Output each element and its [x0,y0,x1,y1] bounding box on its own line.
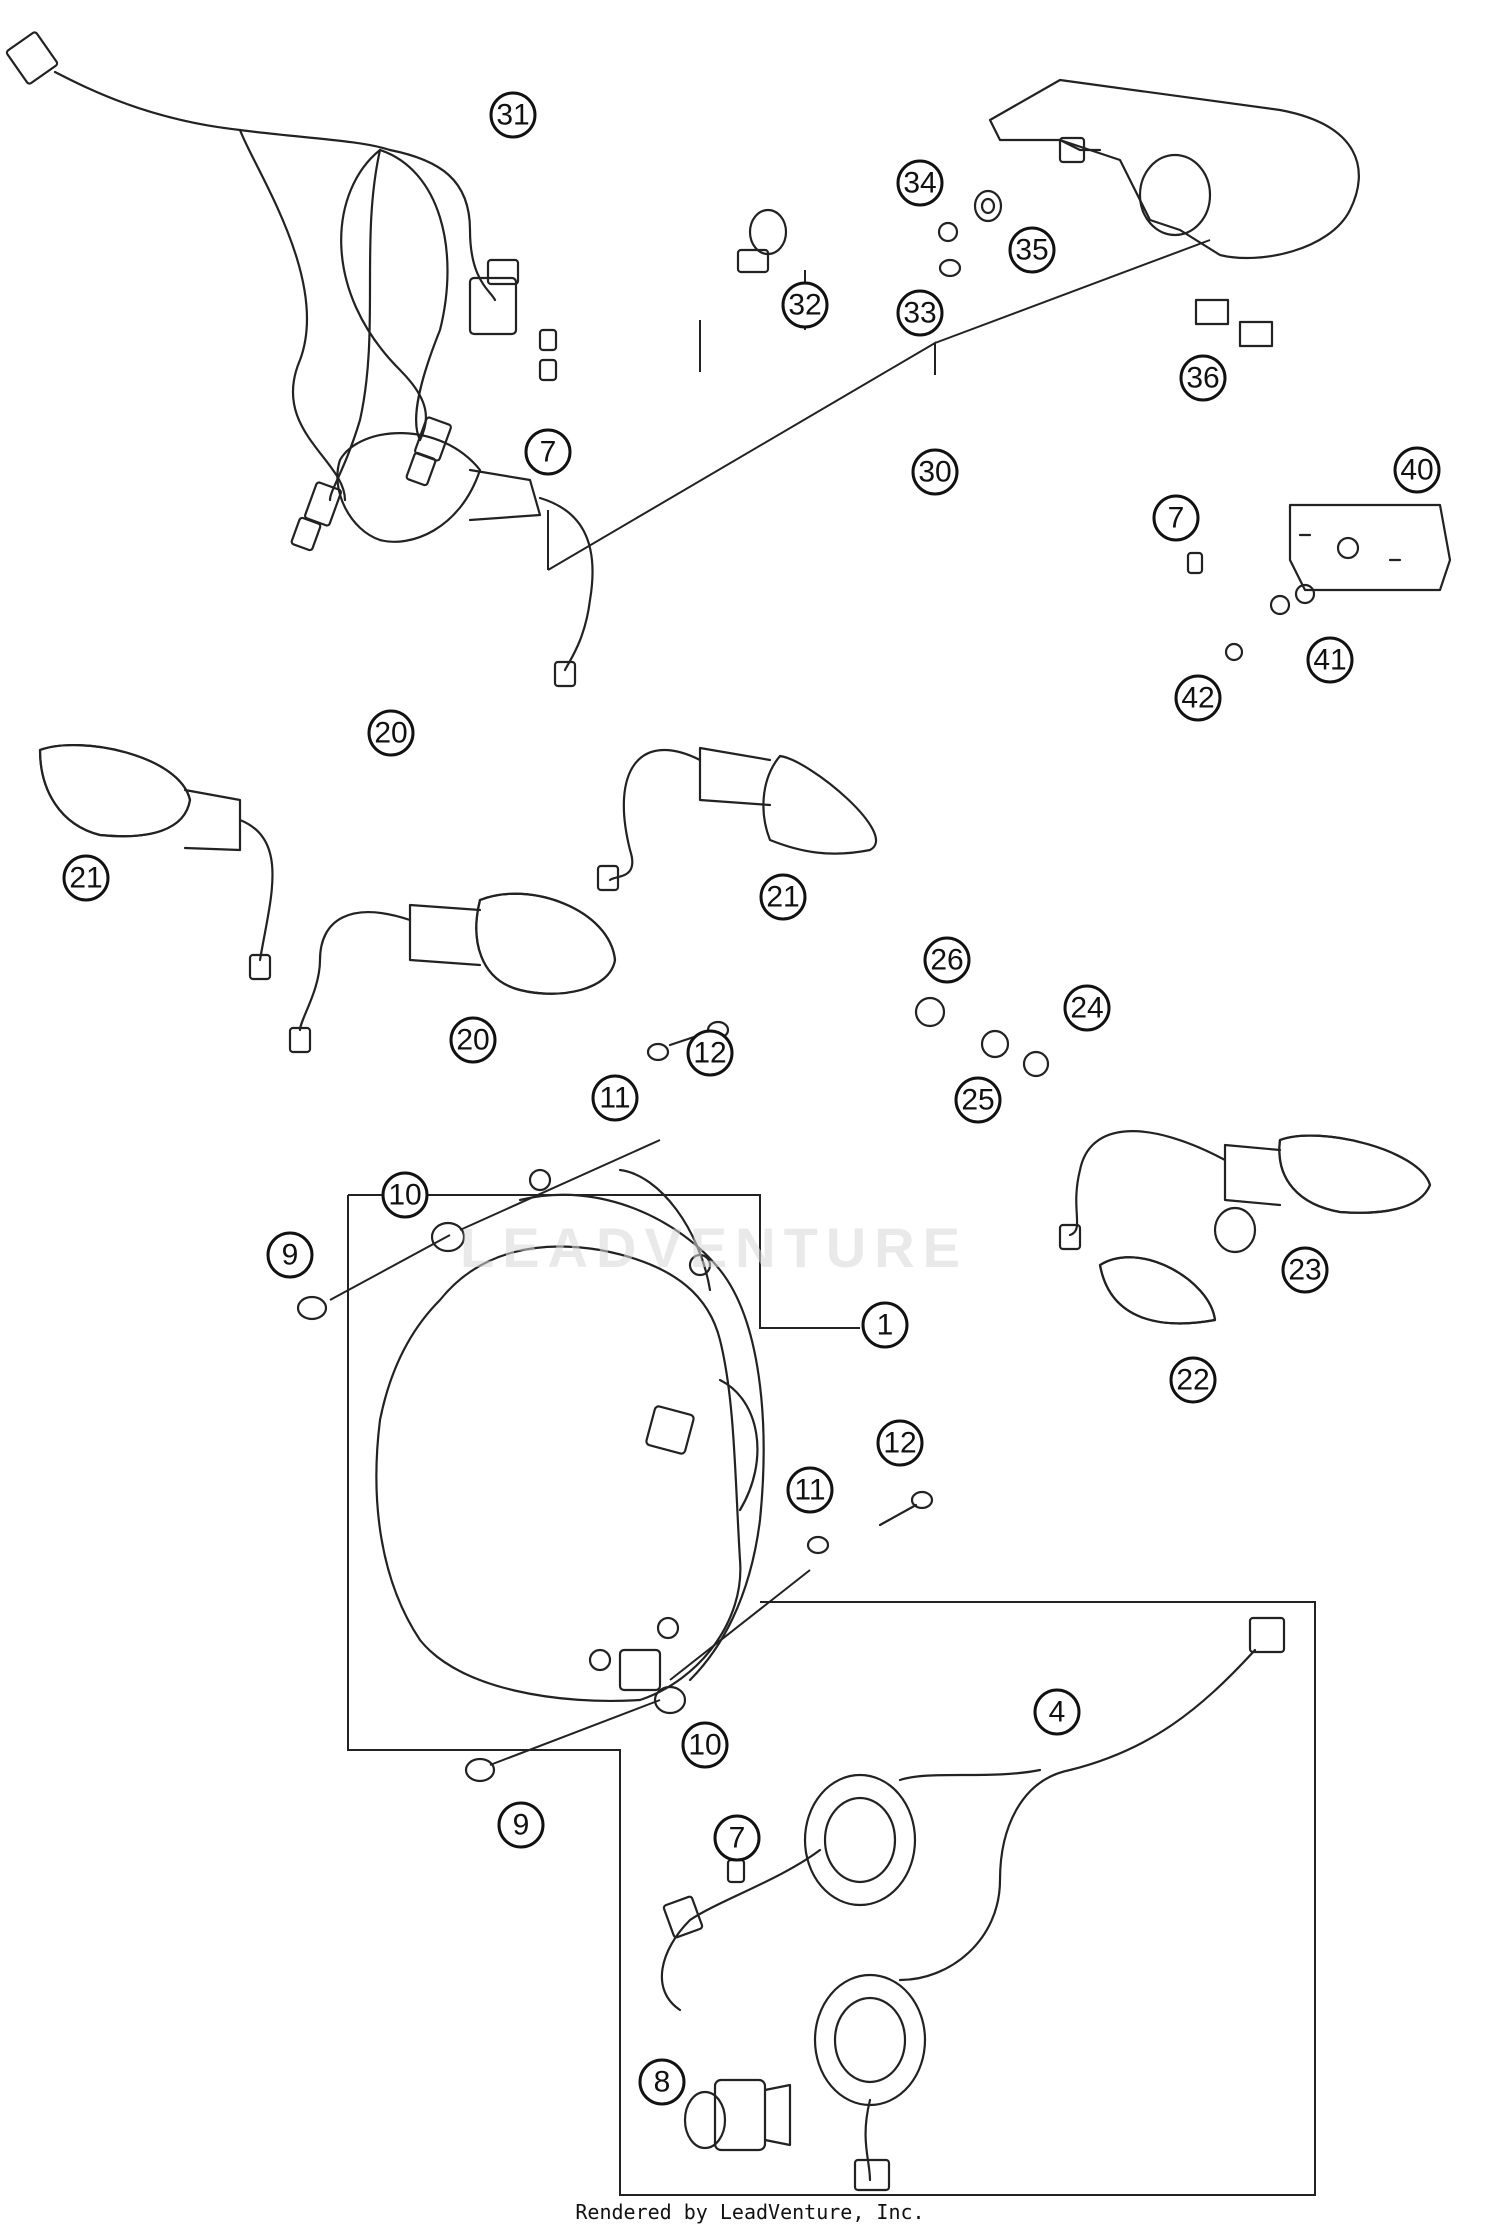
turn-signal-mid-right [288,892,617,1054]
watermark: LEADVENTURE [460,1216,969,1279]
headlight-bulb [683,2078,792,2152]
callout-26: 26 [923,936,971,984]
callout-7-plate: 7 [1152,494,1200,542]
svg-text:33: 33 [903,297,936,330]
callout-4: 4 [1033,1688,1081,1736]
svg-text:10: 10 [388,1179,421,1212]
tail-wiring-harness [5,31,558,552]
callout-40: 40 [1393,446,1441,494]
callout-10-lower: 10 [681,1721,729,1769]
callout-9-upper: 9 [266,1231,314,1279]
svg-text:40: 40 [1400,454,1433,487]
callout-42: 42 [1174,674,1222,722]
tail-fasteners [937,189,1003,278]
callout-10-upper: 10 [381,1171,429,1219]
tail-pads [1194,298,1274,348]
svg-text:10: 10 [688,1729,721,1762]
turn-signal-mid-left [38,743,274,981]
svg-text:12: 12 [883,1427,916,1460]
callout-1: 1 [861,1301,909,1349]
svg-text:26: 26 [930,944,963,977]
svg-text:31: 31 [496,99,529,132]
svg-text:7: 7 [1168,502,1185,535]
svg-text:24: 24 [1070,992,1103,1025]
svg-text:41: 41 [1313,644,1346,677]
license-plate-light [1186,503,1452,662]
tail-light-housing [988,78,1360,260]
callout-35: 35 [1008,226,1056,274]
svg-text:25: 25 [961,1084,994,1117]
svg-text:4: 4 [1049,1696,1066,1729]
svg-text:34: 34 [903,167,936,200]
callout-12-upper: 12 [686,1029,734,1077]
svg-text:7: 7 [729,1822,746,1855]
turn-signal-lower-right [914,996,1432,1325]
callout-22: 22 [1169,1356,1217,1404]
svg-text:1: 1 [877,1309,894,1342]
headlight [375,1168,765,1703]
callout-30: 30 [911,448,959,496]
callout-7-top: 7 [524,428,572,476]
callout-11-upper: 11 [591,1074,639,1122]
callout-36: 36 [1179,354,1227,402]
callout-31: 31 [489,91,537,139]
svg-text:9: 9 [282,1239,299,1272]
callout-34: 34 [896,159,944,207]
svg-text:20: 20 [456,1024,489,1057]
turn-signal-upper-right [596,746,878,892]
callout-12-lower: 12 [876,1419,924,1467]
callout-41: 41 [1306,636,1354,684]
svg-text:21: 21 [69,862,102,895]
svg-text:7: 7 [540,436,557,469]
callout-20-lower: 20 [449,1016,497,1064]
callout-7-lower: 7 [713,1814,761,1862]
svg-text:22: 22 [1176,1364,1209,1397]
callout-32: 32 [781,281,829,329]
headlight-fasteners [296,1020,934,1783]
svg-text:21: 21 [766,881,799,914]
callout-21-right: 21 [759,873,807,921]
callout-11-lower: 11 [786,1466,834,1514]
svg-text:8: 8 [654,2066,671,2099]
callout-20-upper: 20 [367,709,415,757]
svg-text:36: 36 [1186,362,1219,395]
callout-23: 23 [1281,1246,1329,1294]
svg-text:35: 35 [1015,234,1048,267]
footer-credit: Rendered by LeadVenture, Inc. [575,2200,925,2224]
svg-text:12: 12 [693,1037,726,1070]
svg-text:11: 11 [794,1474,825,1507]
headlight-wiring-harness [660,1616,1286,2192]
callout-33: 33 [896,289,944,337]
tail-bulb [736,208,788,274]
callout-24: 24 [1063,984,1111,1032]
svg-text:42: 42 [1181,682,1214,715]
svg-text:30: 30 [918,456,951,489]
callout-21-left: 21 [62,854,110,902]
svg-text:32: 32 [788,289,821,322]
svg-text:9: 9 [513,1809,530,1842]
turn-signal-upper-left [336,432,594,688]
callout-25: 25 [954,1076,1002,1124]
svg-text:20: 20 [374,717,407,750]
callout-9-lower: 9 [497,1801,545,1849]
svg-text:11: 11 [599,1082,630,1115]
svg-text:23: 23 [1288,1254,1321,1287]
callout-8: 8 [638,2058,686,2106]
